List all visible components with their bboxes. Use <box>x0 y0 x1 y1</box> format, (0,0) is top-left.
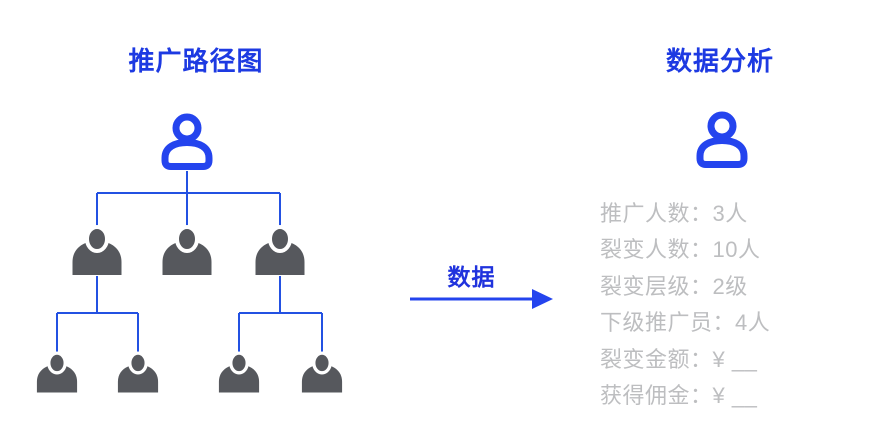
stat-line-sub-promoters: 下级推广员：4人 <box>600 310 771 336</box>
stat-line-fission-people: 裂变人数：10人 <box>600 237 761 263</box>
stats-list: 推广人数：3人 裂变人数：10人 裂变层级：2级 下级推广员：4人 裂变金额：¥… <box>600 196 770 414</box>
person-fill-icon <box>160 225 214 277</box>
right-panel-title: 数据分析 <box>665 46 774 76</box>
person-fill-icon <box>300 351 344 395</box>
left-panel-title: 推广路径图 <box>128 46 264 76</box>
stat-line-fission-amount: 裂变金额：¥ __ <box>600 346 758 372</box>
stat-line-fission-levels: 裂变层级：2级 <box>600 273 748 299</box>
person-fill-icon <box>253 225 307 277</box>
arrow-right-icon <box>410 289 553 309</box>
person-outline-icon <box>700 115 744 165</box>
person-outline-icon <box>165 117 209 167</box>
person-fill-icon <box>217 351 261 395</box>
stat-line-promoters: 推广人数：3人 <box>600 201 748 226</box>
person-fill-icon <box>116 351 160 395</box>
person-fill-icon <box>70 225 124 277</box>
tree-connector-level2-left <box>56 276 139 352</box>
tree-connector-level1 <box>96 171 281 226</box>
arrow-label: 数据 <box>447 264 496 290</box>
person-fill-icon <box>35 351 79 395</box>
stat-line-commission: 获得佣金：¥ __ <box>600 383 758 409</box>
tree-connector-level2-right <box>238 276 323 352</box>
